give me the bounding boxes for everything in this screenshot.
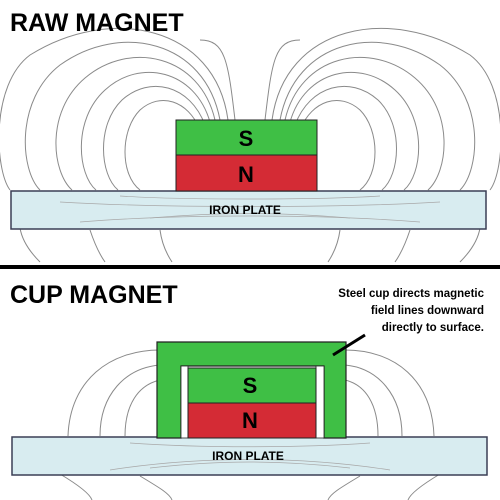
raw-south-label: S [239, 126, 254, 151]
raw-plate-label: IRON PLATE [209, 203, 281, 217]
annotation-line-2: field lines downward [371, 305, 484, 317]
cup-magnet-title: CUP MAGNET [10, 281, 178, 309]
raw-iron-plate [10, 190, 487, 230]
cup-north-pole [187, 402, 317, 439]
panel-divider [0, 265, 500, 269]
raw-magnet-title: RAW MAGNET [10, 9, 184, 37]
cup-annotation: Steel cup directs magnetic field lines d… [332, 288, 485, 357]
cup-iron-plate [11, 436, 488, 476]
cup-gap-right [315, 365, 325, 439]
annotation-line-1: Steel cup directs magnetic [338, 288, 484, 300]
cup-south-label: S [243, 373, 258, 398]
annotation-line-3: directly to surface. [382, 322, 484, 334]
raw-magnet-panel: IRON PLATE S N RAW MAGNET [0, 9, 500, 263]
cup-field-lines [59, 349, 441, 500]
raw-north-pole [175, 154, 318, 192]
raw-south-pole [175, 119, 318, 156]
cup-north-label: N [242, 408, 258, 433]
raw-field-lines-lower [19, 227, 481, 263]
raw-north-label: N [238, 162, 254, 187]
cup-magnet-panel: IRON PLATE S N CUP MAGNET Steel cup dire… [10, 281, 488, 500]
raw-field-lines [0, 28, 500, 191]
cup-gap-left [180, 365, 189, 439]
cup-plate-label: IRON PLATE [212, 449, 284, 463]
annotation-pointer [332, 333, 366, 357]
raw-plate-field-lines [59, 195, 441, 223]
cup-south-pole [187, 367, 317, 404]
cup-plate-field-lines [109, 442, 391, 471]
